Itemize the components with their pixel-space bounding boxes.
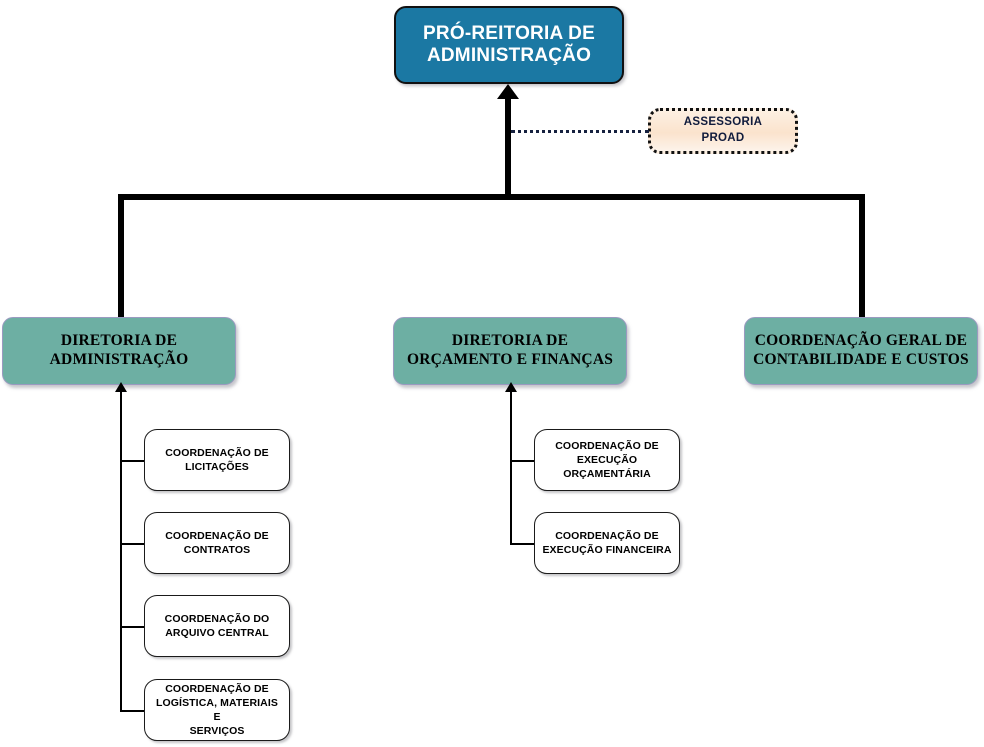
node-root-label: PRÓ-REITORIA DE ADMINISTRAÇÃO bbox=[423, 22, 595, 66]
connector-stub-left-3 bbox=[120, 626, 145, 628]
node-leaf-label: COORDENAÇÃO DE EXECUÇÃO ORÇAMENTÁRIA bbox=[555, 439, 659, 481]
connector-stub-middle-1 bbox=[510, 460, 535, 462]
node-leaf-coordenacao-licitacoes[interactable]: COORDENAÇÃO DE LICITAÇÕES bbox=[144, 429, 290, 491]
connector-drop-left bbox=[118, 194, 124, 322]
connector-stub-left-1 bbox=[120, 460, 145, 462]
node-department-label: DIRETORIA DE ADMINISTRAÇÃO bbox=[49, 332, 189, 368]
node-advisory-assessoria-proad[interactable]: ASSESSORIA PROAD bbox=[648, 108, 798, 154]
node-department-coordenacao-geral-contabilidade[interactable]: COORDENAÇÃO GERAL DE CONTABILIDADE E CUS… bbox=[744, 317, 978, 385]
connector-stub-left-2 bbox=[120, 543, 145, 545]
connector-root-stem bbox=[505, 98, 511, 200]
dotted-connector-advisory bbox=[511, 130, 649, 133]
arrowhead-root bbox=[497, 84, 519, 99]
connector-stub-middle-2 bbox=[510, 543, 535, 545]
node-leaf-label: COORDENAÇÃO DE CONTRATOS bbox=[165, 529, 269, 556]
arrowhead-branch-middle bbox=[505, 382, 517, 392]
node-leaf-label: COORDENAÇÃO DE LICITAÇÕES bbox=[165, 446, 269, 473]
connector-horizontal-bus bbox=[118, 194, 865, 200]
node-root-pro-reitoria[interactable]: PRÓ-REITORIA DE ADMINISTRAÇÃO bbox=[394, 6, 624, 84]
connector-stub-left-4 bbox=[120, 710, 145, 712]
connector-drop-right bbox=[859, 194, 865, 322]
node-department-diretoria-orcamento-financas[interactable]: DIRETORIA DE ORÇAMENTO E FINANÇAS bbox=[393, 317, 627, 385]
node-leaf-coordenacao-execucao-orcamentaria[interactable]: COORDENAÇÃO DE EXECUÇÃO ORÇAMENTÁRIA bbox=[534, 429, 680, 491]
node-leaf-label: COORDENAÇÃO DE EXECUÇÃO FINANCEIRA bbox=[542, 529, 672, 556]
node-leaf-label: COORDENAÇÃO DE LOGÍSTICA, MATERIAIS E SE… bbox=[156, 682, 278, 738]
node-department-label: DIRETORIA DE ORÇAMENTO E FINANÇAS bbox=[406, 332, 614, 368]
node-leaf-coordenacao-arquivo-central[interactable]: COORDENAÇÃO DO ARQUIVO CENTRAL bbox=[144, 595, 290, 657]
connector-spine-middle bbox=[510, 392, 512, 545]
connector-spine-left bbox=[120, 392, 122, 712]
node-department-label: COORDENAÇÃO GERAL DE CONTABILIDADE E CUS… bbox=[753, 332, 969, 368]
node-department-diretoria-administracao[interactable]: DIRETORIA DE ADMINISTRAÇÃO bbox=[2, 317, 236, 385]
node-leaf-coordenacao-contratos[interactable]: COORDENAÇÃO DE CONTRATOS bbox=[144, 512, 290, 574]
node-leaf-label: COORDENAÇÃO DO ARQUIVO CENTRAL bbox=[164, 612, 270, 639]
arrowhead-branch-left bbox=[115, 382, 127, 392]
node-leaf-coordenacao-logistica-materiais-servicos[interactable]: COORDENAÇÃO DE LOGÍSTICA, MATERIAIS E SE… bbox=[144, 679, 290, 741]
node-leaf-coordenacao-execucao-financeira[interactable]: COORDENAÇÃO DE EXECUÇÃO FINANCEIRA bbox=[534, 512, 680, 574]
node-advisory-label: ASSESSORIA PROAD bbox=[683, 116, 763, 144]
